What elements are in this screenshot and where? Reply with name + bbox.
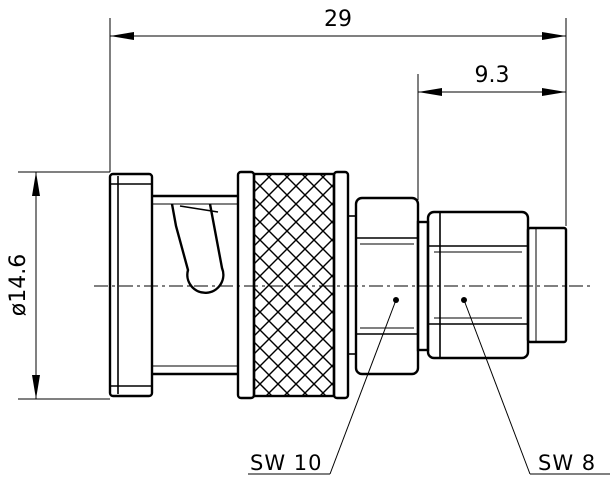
dimension-rear-length: 9.3 (417, 63, 566, 200)
dimension-diameter: ø14.6 (6, 171, 110, 400)
dimension-overall-length: 29 (109, 7, 567, 226)
overall-length-value: 29 (324, 7, 352, 32)
diameter-value: ø14.6 (6, 254, 31, 316)
bnc-front-section (108, 172, 238, 398)
leader-lines (248, 299, 610, 475)
rear-section (526, 226, 568, 344)
rear-length-value: 9.3 (475, 63, 510, 88)
knurled-coupling-nut (236, 170, 350, 400)
sw8-label: SW 8 (538, 451, 596, 475)
sw10-label: SW 10 (250, 451, 323, 475)
